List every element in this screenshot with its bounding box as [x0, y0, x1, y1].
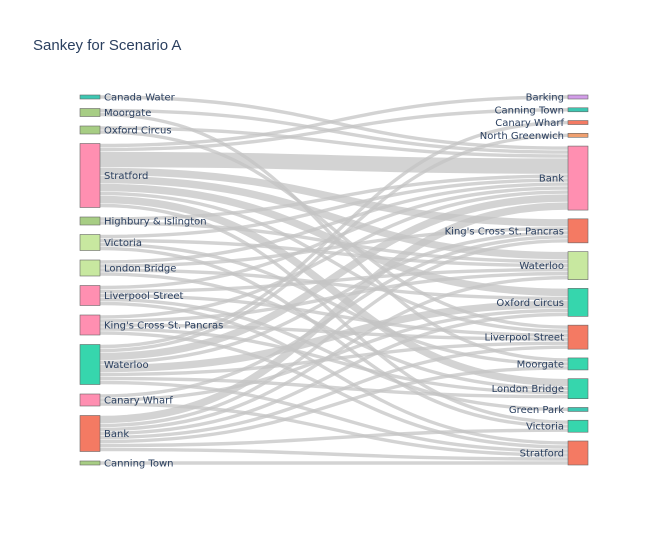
target-node[interactable]: [567, 357, 589, 371]
links-layer: [99, 95, 569, 465]
link[interactable]: [99, 133, 569, 353]
target-node[interactable]: [567, 107, 589, 113]
target-node-label: Victoria: [526, 422, 564, 433]
link[interactable]: [99, 126, 569, 158]
source-node-label: Stratford: [104, 171, 148, 182]
source-node[interactable]: [79, 285, 101, 306]
link[interactable]: [99, 268, 569, 301]
source-node[interactable]: [79, 415, 101, 452]
source-node-label: Canning Town: [104, 459, 173, 470]
target-node-label: Stratford: [520, 449, 564, 460]
source-node-label: King's Cross St. Pancras: [104, 321, 223, 332]
link[interactable]: [99, 300, 569, 373]
source-node-label: Bank: [104, 429, 129, 440]
target-node[interactable]: [567, 120, 589, 125]
link[interactable]: [99, 178, 569, 239]
source-node[interactable]: [79, 460, 101, 466]
link[interactable]: [99, 186, 569, 290]
nodes-layer: [79, 94, 589, 466]
target-node[interactable]: [567, 419, 589, 433]
link[interactable]: [99, 231, 569, 365]
target-node[interactable]: [567, 251, 589, 280]
link[interactable]: [99, 366, 569, 444]
source-node[interactable]: [79, 143, 101, 208]
target-node[interactable]: [567, 324, 589, 350]
target-node-label: London Bridge: [492, 384, 564, 395]
target-node-label: Canning Town: [495, 105, 564, 116]
link[interactable]: [99, 95, 569, 148]
link[interactable]: [99, 151, 569, 174]
source-node-label: Waterloo: [104, 360, 149, 371]
link[interactable]: [99, 182, 569, 264]
target-node-label: Waterloo: [519, 261, 564, 272]
link[interactable]: [99, 227, 569, 268]
link[interactable]: [99, 345, 569, 440]
link[interactable]: [99, 428, 569, 448]
link[interactable]: [99, 242, 569, 366]
target-node-label: Green Park: [509, 405, 564, 416]
target-node-label: Moorgate: [517, 359, 564, 370]
source-node[interactable]: [79, 234, 101, 251]
source-node[interactable]: [79, 94, 101, 100]
target-node-label: Canary Wharf: [495, 118, 564, 129]
source-node[interactable]: [79, 314, 101, 336]
source-node-label: Liverpool Street: [104, 291, 184, 302]
source-node-label: Canary Wharf: [104, 396, 173, 407]
link[interactable]: [99, 174, 569, 221]
link[interactable]: [99, 202, 569, 424]
source-node[interactable]: [79, 344, 101, 385]
link[interactable]: [99, 239, 569, 428]
target-node[interactable]: [567, 133, 589, 138]
link[interactable]: [99, 108, 569, 152]
link[interactable]: [99, 376, 569, 399]
source-node[interactable]: [79, 216, 101, 226]
link[interactable]: [99, 120, 569, 349]
source-node-label: Victoria: [104, 238, 142, 249]
target-node-label: Oxford Circus: [496, 298, 564, 309]
link[interactable]: [99, 341, 569, 377]
chart-title: Sankey for Scenario A: [33, 37, 181, 54]
link[interactable]: [99, 327, 569, 395]
target-node-label: North Greenwich: [480, 131, 564, 142]
source-node-label: Oxford Circus: [104, 126, 172, 137]
source-node[interactable]: [79, 393, 101, 407]
link[interactable]: [99, 312, 569, 436]
target-node[interactable]: [567, 407, 589, 412]
source-node-label: Highbury & Islington: [104, 217, 207, 228]
link[interactable]: [99, 275, 569, 432]
target-node-label: King's Cross St. Pancras: [445, 226, 564, 237]
target-node[interactable]: [567, 145, 589, 211]
target-node-label: Liverpool Street: [485, 333, 565, 344]
target-node[interactable]: [567, 378, 589, 399]
source-node-label: London Bridge: [104, 264, 176, 275]
target-node-label: Bank: [539, 174, 564, 185]
source-node-label: Moorgate: [104, 108, 151, 119]
target-node-label: Barking: [526, 93, 564, 104]
target-node[interactable]: [567, 288, 589, 317]
link[interactable]: [99, 447, 569, 461]
link[interactable]: [99, 191, 569, 333]
source-node[interactable]: [79, 125, 101, 135]
target-node[interactable]: [567, 94, 589, 100]
link[interactable]: [99, 194, 569, 361]
source-node[interactable]: [79, 259, 101, 277]
target-node[interactable]: [567, 218, 589, 244]
source-node-label: Canada Water: [104, 93, 176, 104]
target-node[interactable]: [567, 440, 589, 466]
source-node[interactable]: [79, 108, 101, 117]
link[interactable]: [99, 190, 569, 319]
